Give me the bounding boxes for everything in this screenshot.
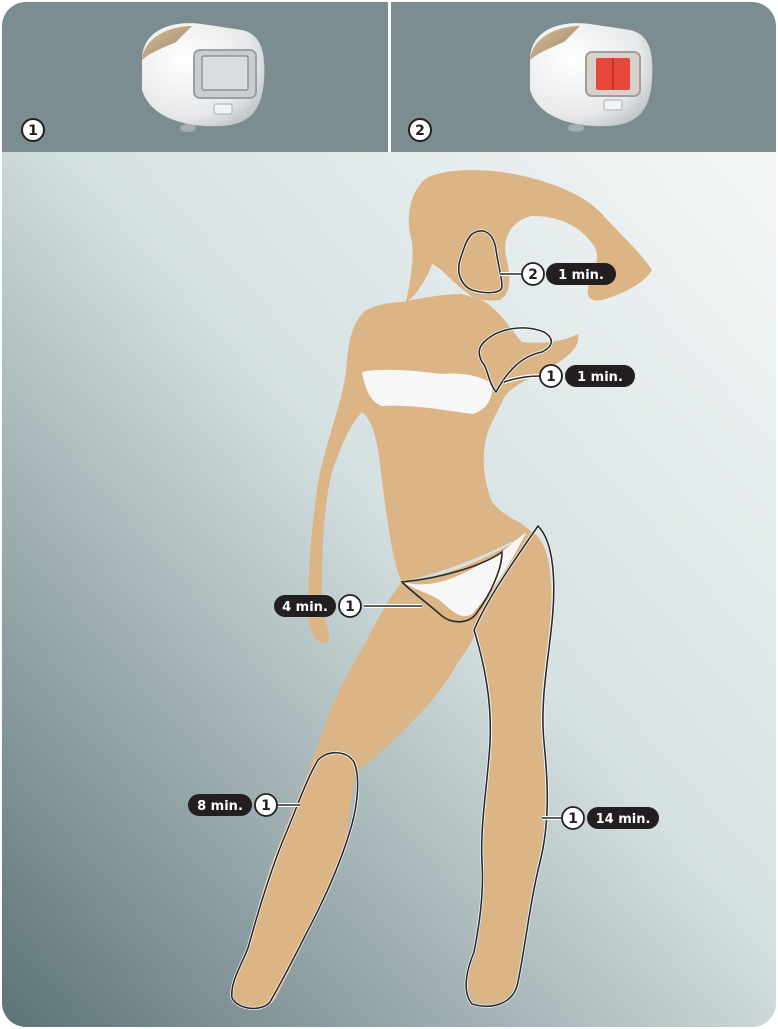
face-duration: 1 min. bbox=[558, 268, 604, 283]
full-leg-attachment-number: 1 bbox=[568, 811, 578, 827]
callout-full-leg: 1 14 min. bbox=[562, 807, 659, 829]
attachment-window-1 bbox=[202, 56, 248, 90]
bikini-duration: 4 min. bbox=[282, 600, 328, 615]
panel-1-number-badge: 1 bbox=[22, 119, 44, 141]
callout-underarm: 1 1 min. bbox=[540, 365, 635, 387]
background bbox=[2, 152, 776, 1027]
panel-2-number-badge: 2 bbox=[409, 119, 431, 141]
full-leg-duration: 14 min. bbox=[596, 812, 651, 827]
underarm-duration: 1 min. bbox=[577, 370, 623, 385]
callout-face: 2 1 min. bbox=[522, 263, 616, 285]
panel-2-number: 2 bbox=[415, 123, 425, 139]
callout-bikini: 4 min. 1 bbox=[274, 595, 361, 617]
panel-divider bbox=[388, 2, 391, 152]
header-panels: 1 2 bbox=[2, 2, 776, 152]
bikini-attachment-number: 1 bbox=[345, 599, 355, 615]
lower-leg-attachment-number: 1 bbox=[261, 798, 271, 814]
callout-lower-leg: 8 min. 1 bbox=[188, 794, 277, 816]
face-attachment-number: 2 bbox=[528, 267, 538, 283]
panel-1-number: 1 bbox=[28, 123, 38, 139]
underarm-attachment-number: 1 bbox=[546, 369, 556, 385]
lower-leg-duration: 8 min. bbox=[197, 799, 243, 814]
